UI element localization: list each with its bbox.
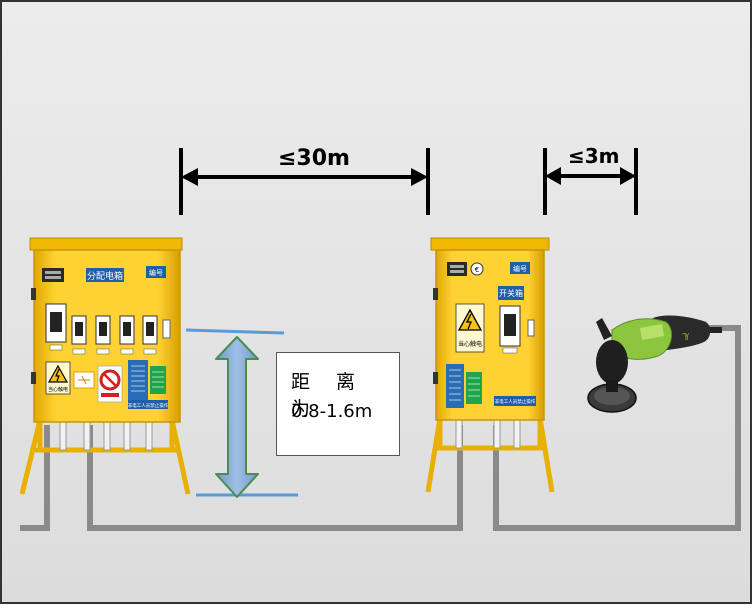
dimension-30m-label: ≤30m [278, 146, 350, 171]
main-box-title: 分配电箱 [87, 270, 123, 282]
switch-box-title-plate [498, 286, 524, 300]
switch-box-roof [430, 237, 550, 251]
switch-box-tag: 编号 [513, 264, 527, 273]
switch-box-info-green [466, 372, 482, 404]
grinder-logo-icon: ℽ [682, 331, 690, 341]
cable-main-to-switch [87, 425, 463, 531]
main-box-nameplate [42, 268, 64, 282]
ground-cables [20, 325, 741, 531]
switch-box-gauge-icon [470, 262, 484, 276]
main-box-title-plate [86, 268, 124, 282]
switch-box-warning-sign: 当心触电 [455, 303, 485, 353]
height-note-line1: 距 离 为 [291, 371, 366, 420]
switch-box-info-blue [446, 364, 464, 408]
cable-switch-to-tool [493, 325, 741, 531]
main-box-warning-sign: 当心触电 [45, 361, 71, 395]
svg-text:€: € [475, 266, 479, 274]
dimension-3m-label: ≤3m [568, 144, 620, 168]
switch-box-title: 开关箱 [499, 288, 523, 298]
main-box-lock-icon [162, 319, 171, 339]
switch-box-lock-icon [527, 319, 535, 337]
main-distribution-box: 分配电箱 编号 当心触电 [19, 237, 191, 495]
switch-box-bottom-strip [494, 396, 536, 406]
switch-box-stand [425, 417, 555, 493]
main-box-bottom-strip [128, 400, 168, 409]
switch-box-nameplate [447, 262, 467, 276]
main-box-roof [29, 237, 183, 251]
main-box-tag: 编号 [149, 268, 163, 277]
main-box-info-green [150, 366, 166, 394]
height-note-box: 距 离 为 0.8-1.6m [276, 352, 400, 456]
main-box-breakers [45, 303, 158, 355]
main-box-bottom-strip-text: 非电工人员禁止操作 [128, 402, 169, 409]
switch-box-breaker [499, 305, 521, 354]
dimension-30m [179, 148, 430, 215]
height-indicator [185, 328, 298, 498]
height-note-line2: 0.8-1.6m [291, 401, 373, 422]
switch-box: € 编号 开关箱 当心触电 非 [425, 237, 555, 493]
cable-left-stub [20, 425, 50, 531]
switch-box-tag-plate [510, 262, 530, 274]
main-box-tag-plate [146, 266, 166, 278]
switch-box-warning-caption: 当心触电 [458, 340, 482, 348]
angle-grinder-tool: ℽ [587, 315, 722, 413]
dimension-3m [543, 148, 638, 215]
grinder-gear-head [596, 340, 628, 384]
main-box-prohibition-sign [97, 365, 123, 403]
switch-box-bottom-strip-text: 非电工人员禁止操作 [495, 398, 536, 405]
height-guide-top [185, 328, 285, 335]
height-double-arrow [215, 336, 259, 498]
main-box-warning-caption: 当心触电 [48, 386, 68, 393]
main-box-info-blue [128, 360, 148, 400]
